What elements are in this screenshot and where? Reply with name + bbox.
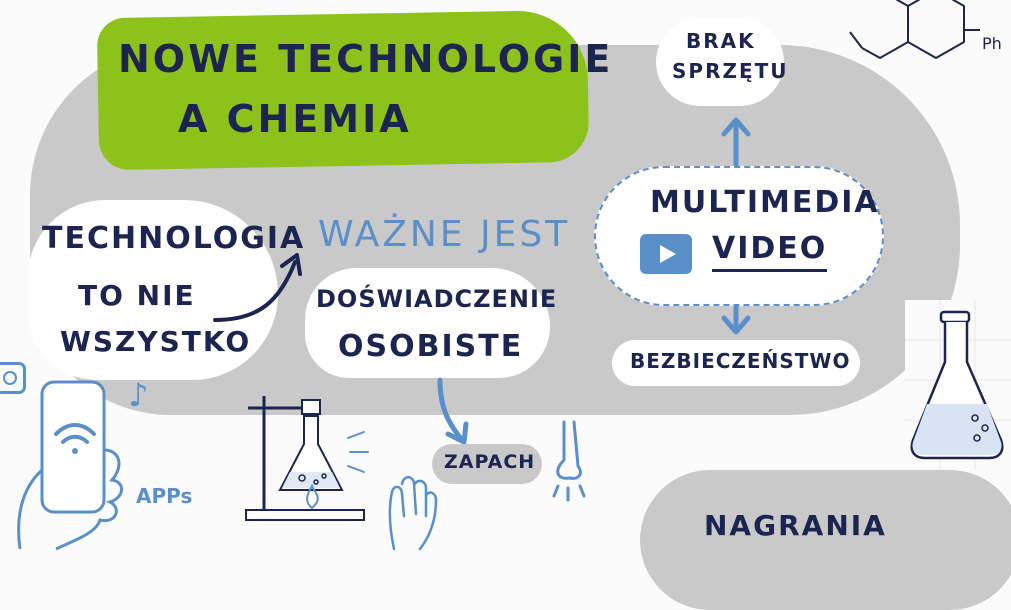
- experience-line-1: DOŚWIADCZENIE: [316, 285, 558, 313]
- bezpieczenstwo-label: BEZBIECZEŃSTWO: [630, 349, 851, 373]
- title-line-2: A CHEMIA: [178, 97, 412, 141]
- beaker-icon: [905, 300, 1011, 470]
- video-play-icon: [640, 234, 692, 274]
- technology-line-2: TO NIE: [78, 279, 196, 312]
- apps-label: APPs: [136, 484, 193, 508]
- brak-bubble: [656, 18, 784, 106]
- technology-line-1: TECHNOLOGIA: [42, 221, 306, 256]
- technology-line-3: WSZYSTKO: [60, 325, 252, 358]
- title-line-1: NOWE TECHNOLOGIE: [118, 37, 614, 81]
- ph-label: Ph: [982, 34, 1002, 53]
- wazne-heading: WAŻNE JEST: [318, 214, 571, 255]
- zapach-bubble: [432, 444, 542, 484]
- arrow-to-zapach-icon: [437, 377, 469, 445]
- curved-arrow-icon: [213, 253, 302, 322]
- bezpieczenstwo-bubble: [612, 340, 860, 386]
- nagrania-label: NAGRANIA: [704, 509, 887, 542]
- video-label: VIDEO: [712, 231, 828, 272]
- instagram-icon: [0, 362, 26, 394]
- zapach-label: ZAPACH: [444, 451, 536, 473]
- music-note-icon: ♪: [128, 376, 149, 414]
- molecule-icon: [849, 0, 980, 60]
- experience-line-2: OSOBISTE: [338, 329, 524, 364]
- multimedia-label: MULTIMEDIA: [650, 185, 880, 220]
- hand-icon: [388, 476, 438, 551]
- brak-line-1: BRAK: [686, 29, 756, 53]
- experience-bubble: [305, 268, 550, 378]
- smartphone-icon: [17, 380, 123, 551]
- brak-line-2: SPRZĘTU: [672, 59, 789, 83]
- wifi-icon: [54, 423, 96, 454]
- technology-bubble: [28, 200, 278, 380]
- bunsen-stand-icon: [245, 396, 369, 521]
- nose-icon: [552, 420, 586, 502]
